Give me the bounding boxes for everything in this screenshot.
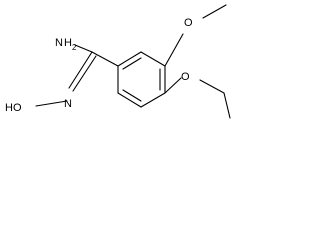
ring-bond-5: [117, 92, 142, 108]
amine-h-label: H: [64, 37, 72, 49]
ring-to-amidine-carbon-bond: [91, 51, 119, 67]
ring-bond-1: [117, 51, 142, 67]
methoxy-oxygen-to-methyl-bond: [202, 4, 227, 19]
benzene-ring: [117, 51, 166, 108]
ethoxy-group: [164, 77, 231, 119]
amine-n-label: N: [55, 37, 63, 49]
nitrogen-oxygen-bond: [35, 100, 68, 107]
ch2-to-ch3-bond: [223, 92, 231, 119]
amine-h-count-label: 2: [72, 43, 77, 52]
ethoxy-oxygen-to-ch2-bond: [199, 79, 225, 94]
ring-to-ethoxy-oxygen-bond: [164, 77, 182, 94]
molecule-diagram: N H 2 N HO O O: [5, 4, 231, 119]
ring-to-methoxy-oxygen-bond: [164, 33, 184, 67]
ring-bond-2: [140, 51, 166, 67]
ethoxy-oxygen-label: O: [181, 71, 190, 83]
carbon-to-nh2-bond: [74, 44, 93, 53]
methoxy-group: [164, 4, 227, 67]
carbon-nitrogen-double-bond-1: [68, 51, 93, 89]
methoxy-oxygen-label: O: [184, 17, 193, 29]
hydroxyl-label: HO: [5, 102, 22, 114]
amidoxime-group: [35, 44, 119, 107]
ring-double-bond-inner-3: [122, 89, 142, 102]
ring-double-bond-inner-1: [122, 57, 142, 70]
carbon-nitrogen-double-bond-2: [72, 55, 97, 92]
oxime-n-label: N: [64, 98, 72, 110]
ring-bond-4: [140, 92, 166, 108]
